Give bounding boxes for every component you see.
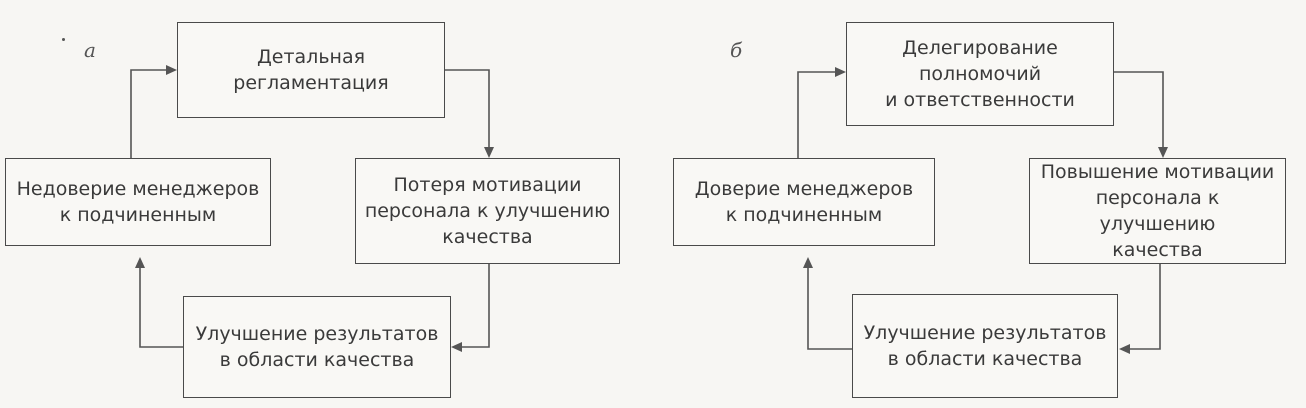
arrow-a-bottom-to-left xyxy=(139,268,183,348)
arrowhead-b-top-to-right xyxy=(1158,147,1168,158)
panel-b-connectors xyxy=(797,67,1168,354)
stray-mark xyxy=(62,38,65,41)
panel-a-label: а xyxy=(84,38,96,62)
panel-a-connectors xyxy=(130,65,494,352)
arrowhead-b-right-to-bottom xyxy=(1119,344,1130,354)
arrowhead-a-right-to-bottom xyxy=(451,342,462,352)
panel-b-top-box: Делегирование полномочий и ответственнос… xyxy=(846,22,1114,126)
panel-b-right-box: Повышение мотивации персонала к улучшени… xyxy=(1029,158,1286,264)
arrowhead-a-bottom-to-left xyxy=(135,257,145,268)
arrowhead-a-left-to-top xyxy=(166,65,177,75)
panel-b-left-box: Доверие менеджеров к подчиненным xyxy=(673,158,935,246)
arrow-a-right-to-bottom xyxy=(460,264,490,348)
arrowhead-b-bottom-to-left xyxy=(803,257,813,268)
arrow-b-bottom-to-left xyxy=(807,268,852,350)
arrow-b-right-to-bottom xyxy=(1128,264,1161,350)
panel-a-top-box: Детальная регламентация xyxy=(177,22,445,118)
arrow-b-left-to-top xyxy=(797,71,837,158)
panel-a-bottom-box: Улучшение результатов в области качества xyxy=(183,296,451,398)
panel-b-bottom-box: Улучшение результатов в области качества xyxy=(852,294,1118,398)
panel-a-left-box: Недоверие менеджеров к подчиненным xyxy=(5,158,271,246)
arrow-b-top-to-right xyxy=(1114,71,1164,148)
arrowhead-b-left-to-top xyxy=(835,67,846,77)
arrowhead-a-top-to-right xyxy=(484,147,494,158)
arrow-a-left-to-top xyxy=(130,69,168,158)
arrow-a-top-to-right xyxy=(445,69,490,148)
panel-b-label: б xyxy=(730,38,743,62)
panel-a-right-box: Потеря мотивации персонала к улучшению к… xyxy=(355,158,620,264)
